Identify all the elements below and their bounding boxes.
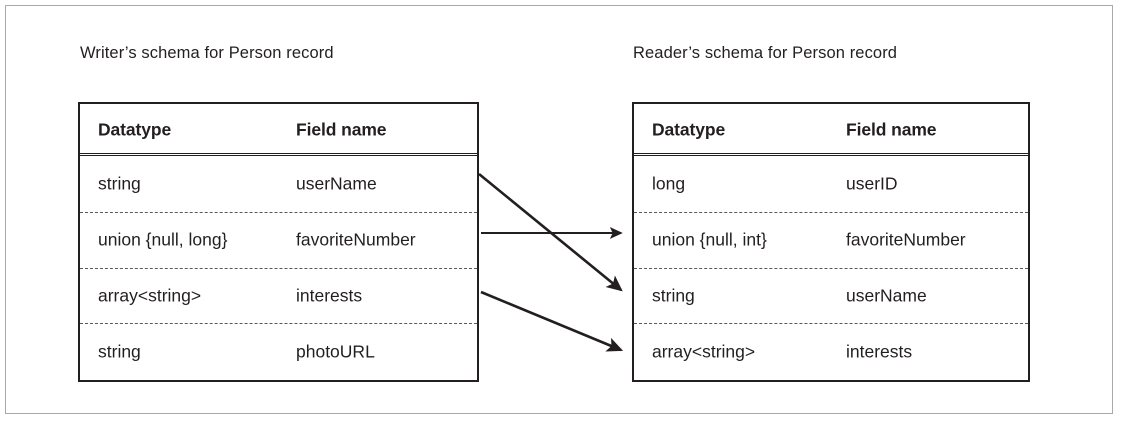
- writer-row-1-field: favoriteNumber: [296, 229, 416, 250]
- table-row: string userName: [634, 267, 1028, 324]
- writer-row-1-datatype: union {null, long}: [98, 229, 228, 250]
- figure-frame: Writer’s schema for Person record Dataty…: [5, 5, 1113, 414]
- writer-table-header-row: Datatype Field name: [80, 104, 477, 156]
- reader-schema-table: Datatype Field name long userID union {n…: [632, 102, 1030, 382]
- table-row: long userID: [634, 156, 1028, 212]
- reader-row-2-datatype: string: [652, 285, 695, 306]
- reader-row-3-datatype: array<string>: [652, 341, 756, 362]
- writer-schema-table: Datatype Field name string userName unio…: [78, 102, 479, 382]
- writer-row-2-field: interests: [296, 285, 363, 306]
- writer-row-0-datatype: string: [98, 173, 141, 194]
- table-row: array<string> interests: [634, 323, 1028, 379]
- reader-row-1-field: favoriteNumber: [846, 229, 966, 250]
- writer-header-field-name: Field name: [296, 119, 387, 140]
- reader-row-2-field: userName: [846, 285, 927, 306]
- writer-row-0-field: userName: [296, 173, 377, 194]
- writer-row-3-field: photoURL: [296, 341, 375, 362]
- reader-row-3-field: interests: [846, 341, 913, 362]
- reader-table-header-row: Datatype Field name: [634, 104, 1028, 156]
- reader-row-1-datatype: union {null, int}: [652, 229, 767, 250]
- reader-header-datatype: Datatype: [652, 119, 726, 140]
- reader-row-0-field: userID: [846, 173, 898, 194]
- table-row: array<string> interests: [80, 267, 477, 324]
- reader-header-field-name: Field name: [846, 119, 937, 140]
- table-row: union {null, int} favoriteNumber: [634, 211, 1028, 268]
- table-row: string photoURL: [80, 323, 477, 379]
- table-row: union {null, long} favoriteNumber: [80, 211, 477, 268]
- table-row: string userName: [80, 156, 477, 212]
- writer-schema-title: Writer’s schema for Person record: [80, 44, 334, 62]
- reader-schema-title: Reader’s schema for Person record: [633, 44, 898, 62]
- writer-row-2-datatype: array<string>: [98, 285, 202, 306]
- writer-header-datatype: Datatype: [98, 119, 172, 140]
- reader-row-0-datatype: long: [652, 173, 686, 194]
- writer-row-3-datatype: string: [98, 341, 141, 362]
